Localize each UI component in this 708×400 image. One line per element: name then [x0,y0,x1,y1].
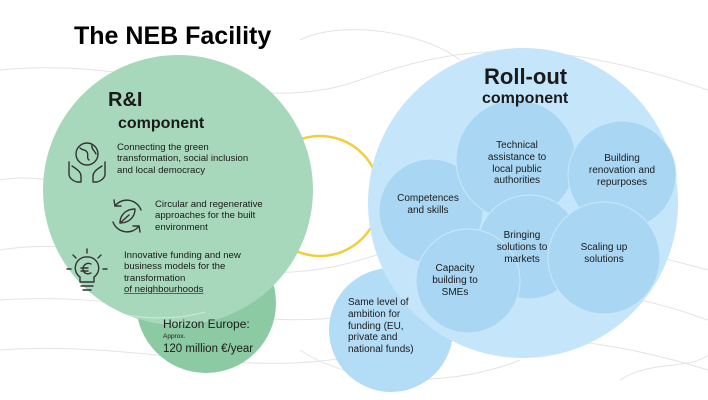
ri-item-3-line-1: Innovative funding and new [124,250,241,261]
rollout-item-1-line-1: Technical [496,140,538,151]
rollout-item-1-line-2: assistance to [487,151,547,163]
rollout-item-4-line-2: solutions to [496,241,548,253]
ri-subheading: component [118,115,205,132]
rollout-item-1-line-4: authorities [493,175,541,187]
ri-item-2: Circular and regenerative approaches for… [155,199,263,233]
hands-globe-icon [68,142,106,183]
ri-item-1: Connecting the green transformation, soc… [117,142,248,176]
rollout-item-2-line-1: Building [604,153,640,164]
rollout-item-6-line-2: building to [432,274,478,286]
rollout-subheading: component [482,90,569,107]
rollout-heading: Roll-out [484,64,568,89]
rollout-item-capacity-building: Capacity building to SMEs [420,263,490,298]
ri-item-1-line-3: and local democracy [117,164,205,176]
rollout-item-technical-assistance: Technical assistance to local public aut… [474,140,560,187]
rollout-item-1-line-3: local public [492,163,542,175]
ri-item-3: Innovative funding and new business mode… [124,250,241,295]
rollout-item-6-line-1: Capacity [435,263,475,274]
rollout-item-2-line-3: repurposes [596,176,648,188]
rollout-item-2-line-2: renovation and [588,164,656,176]
horizon-approx: Approx. [163,333,186,340]
rollout-item-4-line-3: markets [504,253,540,265]
ri-item-2-line-1: Circular and regenerative [155,199,263,210]
ri-divider-line [79,299,206,319]
rollout-item-5-line-2: solutions [584,253,624,265]
funding-line-5: national funds) [348,344,414,356]
rollout-inner-circles [378,99,677,334]
horizon-amount: 120 million €/year [163,343,254,355]
funding-line-1: Same level of [348,297,409,308]
ri-circle [43,55,313,325]
ri-item-1-line-2: transformation, social inclusion [117,153,249,165]
horizon-title: Horizon Europe: [163,317,250,331]
rollout-item-scaling-up: Scaling up solutions [566,242,642,266]
funding-text: Same level of ambition for funding (EU, … [348,297,414,356]
rollout-item-bringing-solutions: Bringing solutions to markets [484,230,560,265]
circular-leaf-icon [112,199,142,233]
lightbulb-euro-icon [66,248,108,291]
funding-line-4: private and [348,332,398,344]
rollout-item-5-line-1: Scaling up [580,242,628,253]
funding-line-3: funding (EU, [348,320,404,332]
funding-line-2: ambition for [348,308,401,320]
rollout-item-building-renovation: Building renovation and repurposes [576,153,668,188]
ri-item-2-line-3: environment [155,221,208,233]
ri-item-3-line-4: of neighbourhoods [124,283,204,295]
ri-item-2-line-2: approaches for the built [155,210,256,222]
rollout-item-6-line-3: SMEs [441,286,469,298]
ri-item-1-line-1: Connecting the green [117,142,209,153]
rollout-item-4-line-1: Bringing [503,230,541,241]
ri-item-3-line-2: business models for the [124,261,226,273]
rollout-item-competences: Competences and skills [388,193,468,217]
rollout-item-3-line-2: and skills [407,204,449,216]
rollout-item-3-line-1: Competences [397,193,459,204]
page-title: The NEB Facility [74,22,272,50]
ri-item-3-line-3: transformation [124,272,186,284]
ri-heading: R&I [108,89,143,111]
